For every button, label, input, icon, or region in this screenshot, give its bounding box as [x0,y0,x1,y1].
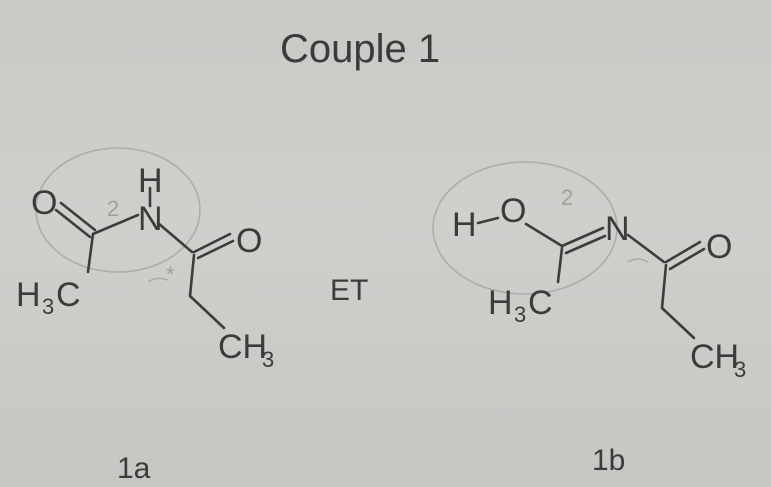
bond-h-o-1b [476,216,500,225]
page-title: Couple 1 [280,27,440,71]
atom-n-1b: N [605,210,630,248]
atom-o2-1a: O [236,222,262,260]
atom-o-1a: O [31,184,57,222]
bond-c-ch3-1a [86,232,95,274]
bond-ch2-ch3-1b [660,306,696,340]
methyl-right-1b: CH 3 [690,338,746,382]
atom-o2-1b: O [706,228,732,266]
svg-text:H: H [16,276,41,314]
bond-n-c-1b [626,233,666,264]
svg-text:3: 3 [514,302,526,327]
bond-n-c-1a [156,221,194,254]
bond-c-ch2-1b [660,263,668,310]
svg-text:C: C [528,284,553,322]
bond-c-n-1b [560,226,605,248]
caption-1b: 1b [592,444,625,477]
bond-c-o-1a [192,232,232,254]
methyl-right-1a: CH 3 [218,328,274,372]
bond-o-c-1b [524,222,564,248]
bond-c-o-1b [664,240,702,264]
bond-co-1a [54,208,92,239]
svg-text:H: H [488,284,513,322]
bond-c-n-double-1b [564,234,607,255]
atom-o-1b: O [500,192,526,230]
pencil-annotation-star-1a: * [166,262,175,287]
caption-1a: 1a [117,452,151,485]
pencil-annotation-2-1a: 2 [107,196,119,221]
svg-text:3: 3 [734,357,746,382]
svg-text:CH: CH [218,328,267,366]
pencil-annotation-2-1b: 2 [561,185,573,210]
svg-text:3: 3 [42,294,54,319]
bond-c-n-1a [91,213,140,236]
svg-text:C: C [56,276,81,314]
svg-text:3: 3 [262,347,274,372]
bond-c-o-double-1b [668,247,706,271]
molecule-1b: H O N O H 3 C CH 3 2 1b [432,161,746,477]
bond-co-double-1a [59,201,97,232]
pencil-circle-1a [35,147,201,273]
methyl-left-1a: H 3 C [16,276,81,319]
methyl-left-1b: H 3 C [488,284,553,327]
pencil-stroke-1a [147,277,169,283]
bond-c-ch3-1b [556,246,564,284]
atom-h-1b: H [452,206,477,244]
pencil-circle-1b [432,161,618,295]
atom-n-1a: N [138,200,163,238]
molecule-1a: O N H O H 3 C CH 3 2 * 1a [16,147,274,485]
bond-c-ch2-1a [188,253,196,298]
connector-et: ET [330,274,368,307]
bond-ch2-ch3-1a [188,294,226,330]
atom-h-1a: H [138,162,163,200]
svg-text:CH: CH [690,338,739,376]
pencil-stroke-1b [627,258,649,263]
bond-c-o-double-1a [196,239,235,260]
